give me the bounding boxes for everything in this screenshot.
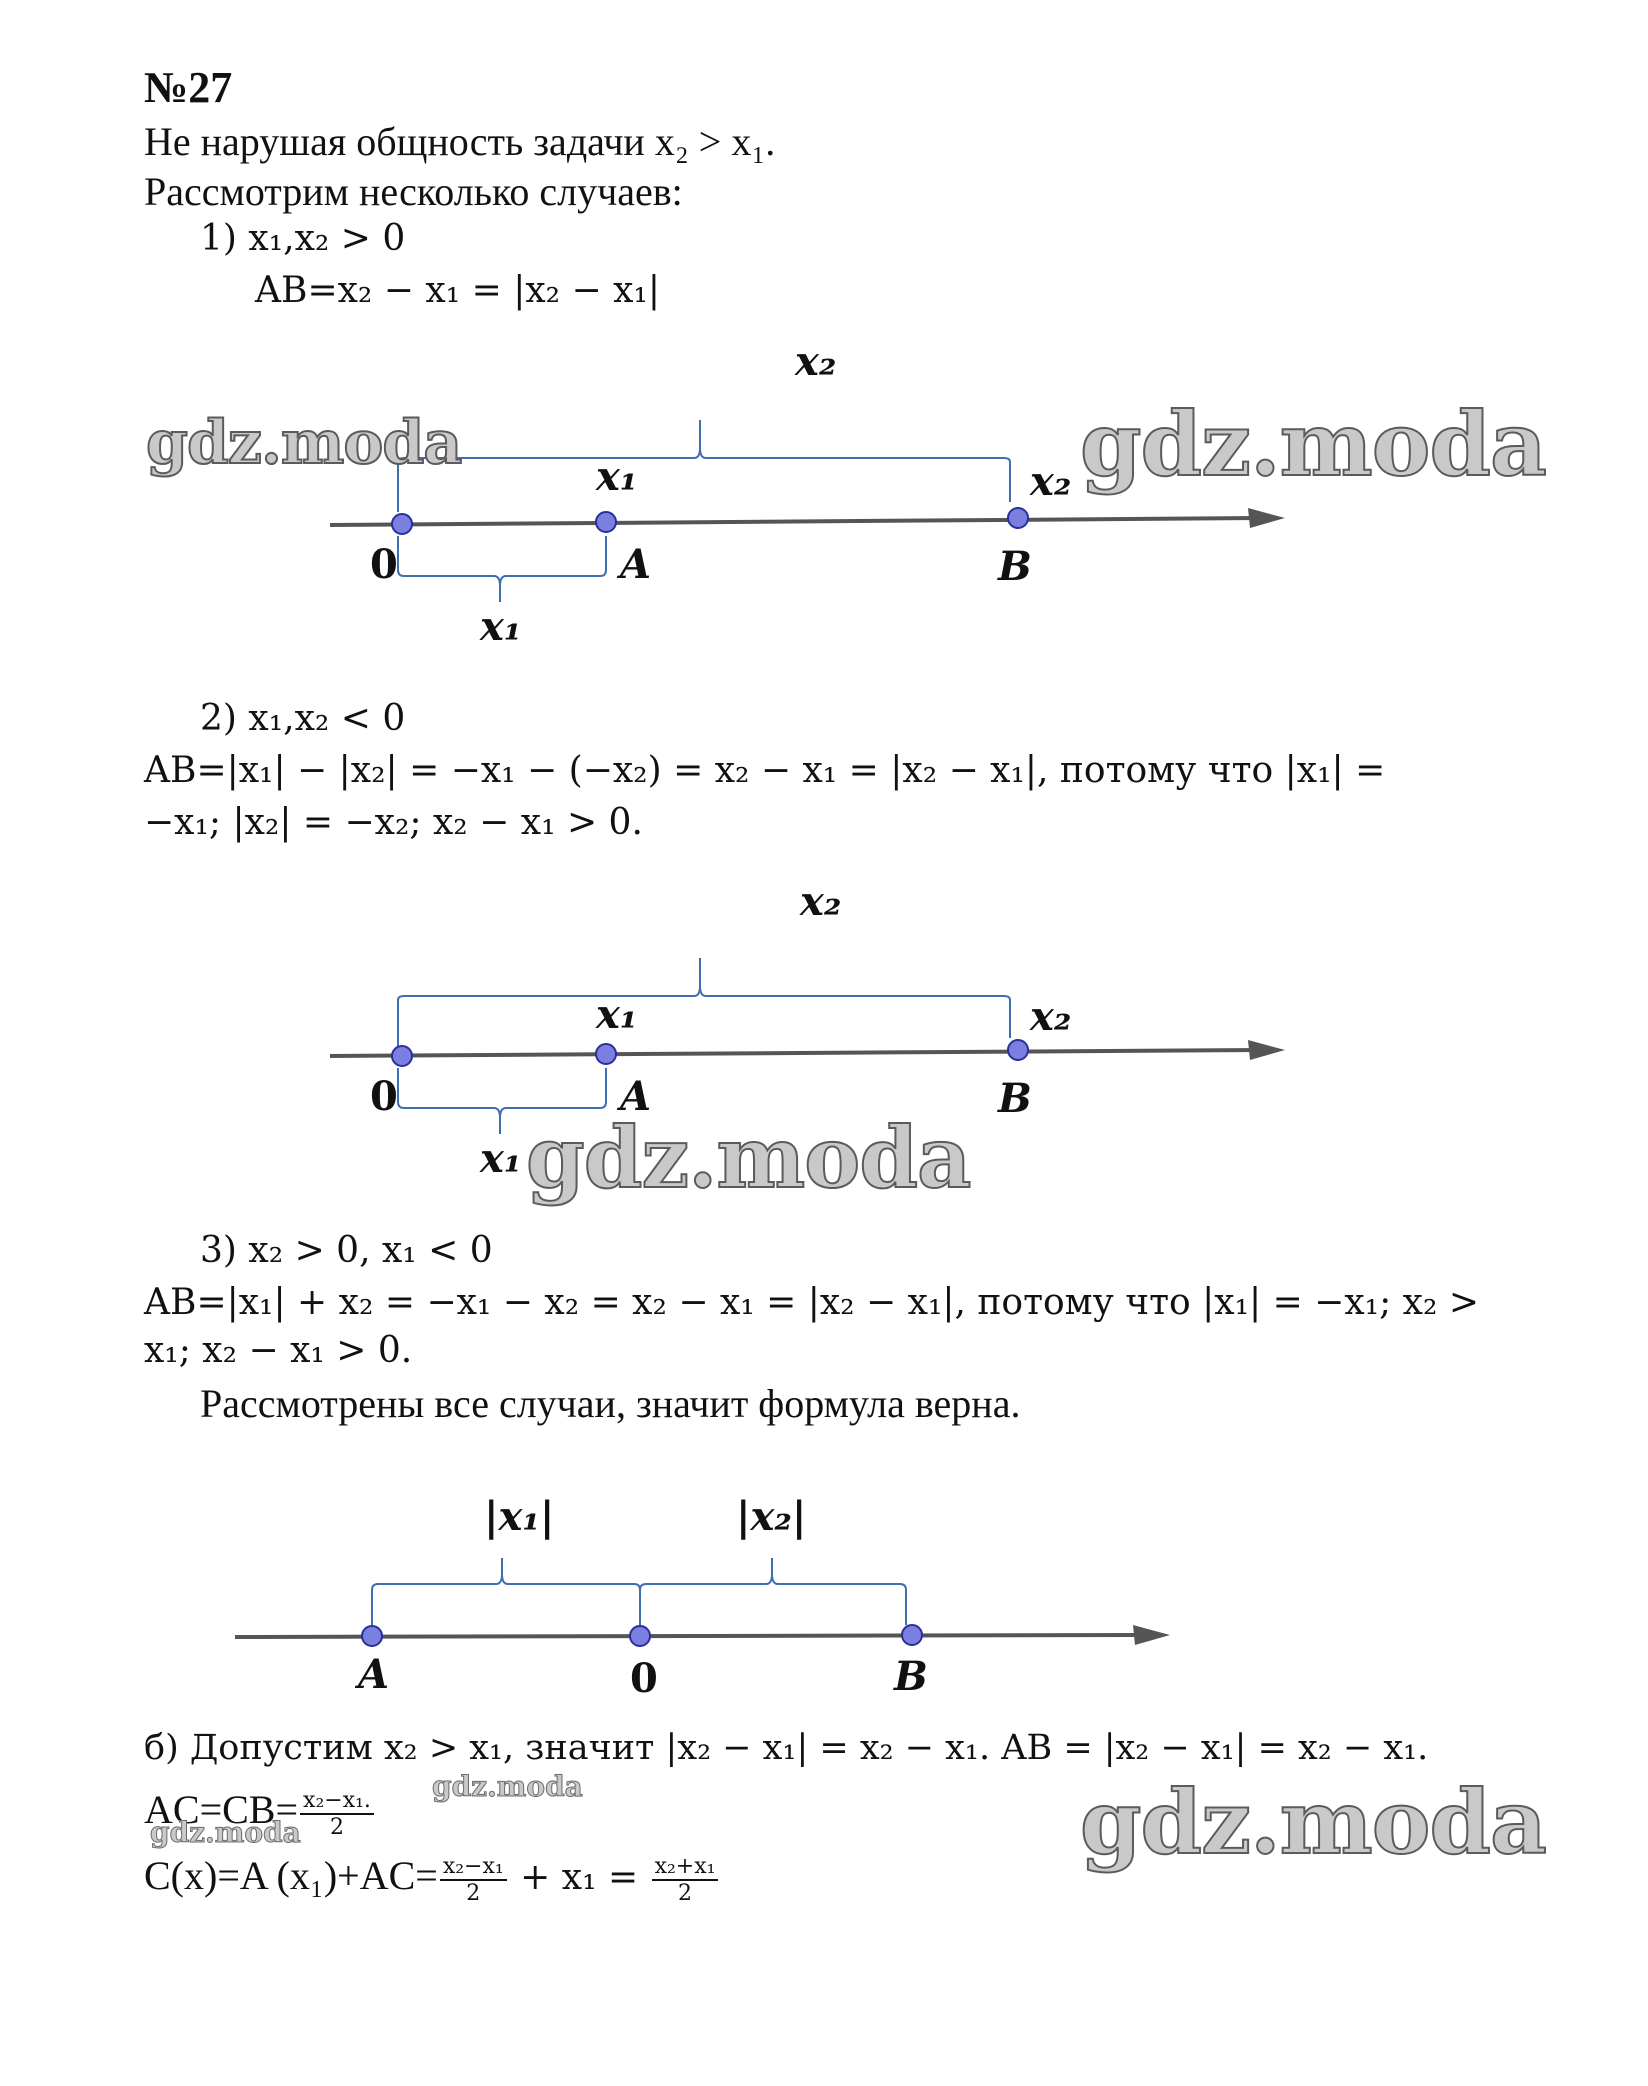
- figure-case2: x₂ x₁ x₂ 0 A B x₁: [329, 878, 1285, 1182]
- label-B: B: [997, 1075, 1032, 1122]
- problem-number: №27: [144, 63, 233, 112]
- case3-equation-2: x₁; x₂ − x₁ > 0.: [144, 1330, 413, 1371]
- label-A: A: [616, 1073, 651, 1120]
- label-x2-B: x₂: [1029, 993, 1071, 1040]
- ac-formula: AC=CB=x₂−x₁.2: [144, 1786, 376, 1840]
- label-B: B: [997, 543, 1032, 590]
- part-b-line: б) Допустим x₂ > x₁, значит |x₂ − x₁| = …: [144, 1728, 1429, 1768]
- cx-middle: + x₁ =: [508, 1857, 650, 1898]
- label-B: B: [893, 1653, 928, 1700]
- label-abs-x2: |x₂|: [736, 1493, 806, 1540]
- point-B: [1007, 1039, 1029, 1061]
- cx-numerator-2: x₂+x₁: [651, 1854, 719, 1881]
- cx-denominator-1: 2: [466, 1880, 481, 1906]
- assumption-line: Не нарушая общность задачи x₂ > x₁.: [144, 119, 776, 164]
- ac-prefix: AC=CB=: [144, 1787, 299, 1832]
- case1-equation: AB=x₂ − x₁ = |x₂ − x₁|: [255, 270, 660, 311]
- point-A: [361, 1625, 383, 1647]
- axis-arrow: [1248, 1040, 1285, 1060]
- brace-x2: [397, 958, 1011, 1046]
- ac-fraction: x₂−x₁.2: [300, 1788, 374, 1841]
- watermark: gdz.moda: [525, 1107, 972, 1208]
- label-x2-top: x₂: [794, 338, 836, 385]
- label-x2-B: x₂: [1029, 458, 1071, 505]
- figure-case3: |x₁| |x₂| A 0 B: [234, 1493, 1170, 1702]
- figure-case1: x₂ x₁ x₂ 0 A B x₁: [329, 338, 1285, 650]
- label-A: A: [354, 1651, 389, 1698]
- label-x1-bottom: x₁: [479, 603, 521, 650]
- point-origin: [391, 513, 413, 535]
- case3-condition: 3) x₂ > 0, x₁ < 0: [200, 1230, 493, 1271]
- label-abs-x1: |x₁|: [484, 1493, 554, 1540]
- ac-numerator: x₂−x₁.: [300, 1788, 374, 1815]
- case3-equation-1: AB=|x₁| + x₂ = −x₁ − x₂ = x₂ − x₁ = |x₂ …: [144, 1282, 1479, 1323]
- watermark: gdz.moda: [432, 1770, 584, 1804]
- point-origin: [629, 1625, 651, 1647]
- cx-numerator-1: x₂−x₁: [439, 1854, 507, 1881]
- axis-arrow: [1133, 1625, 1170, 1645]
- brace-x1: [397, 1068, 607, 1134]
- label-x1-A: x₁: [595, 991, 637, 1038]
- axis-line: [329, 1048, 1261, 1058]
- point-origin: [391, 1045, 413, 1067]
- label-x1-bottom: x₁: [479, 1135, 521, 1182]
- cases-intro: Рассмотрим несколько случаев:: [144, 169, 683, 214]
- case2-equation-2: −x₁; |x₂| = −x₂; x₂ − x₁ > 0.: [144, 802, 643, 843]
- watermark: gdz.moda: [145, 407, 463, 479]
- conclusion: Рассмотрены все случаи, значит формула в…: [200, 1381, 1021, 1426]
- axis-arrow: [1248, 508, 1285, 528]
- case2-condition: 2) x₁,x₂ < 0: [200, 698, 406, 739]
- point-A: [595, 511, 617, 533]
- point-B: [901, 1624, 923, 1646]
- label-zero: 0: [370, 1073, 398, 1120]
- label-x1-A: x₁: [595, 453, 637, 500]
- brace-abs-x2: [639, 1558, 907, 1625]
- brace-x1: [397, 536, 607, 602]
- axis-line: [234, 1633, 1141, 1639]
- cx-prefix: C(x)=A (x₁)+AC=: [144, 1853, 438, 1898]
- label-A: A: [616, 541, 651, 588]
- point-A: [595, 1043, 617, 1065]
- ac-denominator: 2: [329, 1814, 344, 1840]
- point-B: [1007, 507, 1029, 529]
- axis-line: [329, 516, 1261, 527]
- case2-equation-1: AB=|x₁| − |x₂| = −x₁ − (−x₂) = x₂ − x₁ =…: [144, 750, 1386, 791]
- cx-denominator-2: 2: [678, 1880, 692, 1906]
- brace-abs-x1: [371, 1558, 641, 1625]
- watermark: gdz.moda: [1079, 391, 1548, 497]
- brace-x2: [397, 420, 1011, 512]
- watermark: gdz.moda: [150, 1816, 302, 1850]
- case1-condition: 1) x₁,x₂ > 0: [200, 218, 406, 259]
- label-zero: 0: [630, 1655, 658, 1702]
- label-x2-top: x₂: [799, 878, 841, 925]
- watermark: gdz.moda: [1079, 1769, 1548, 1875]
- label-zero: 0: [370, 541, 398, 588]
